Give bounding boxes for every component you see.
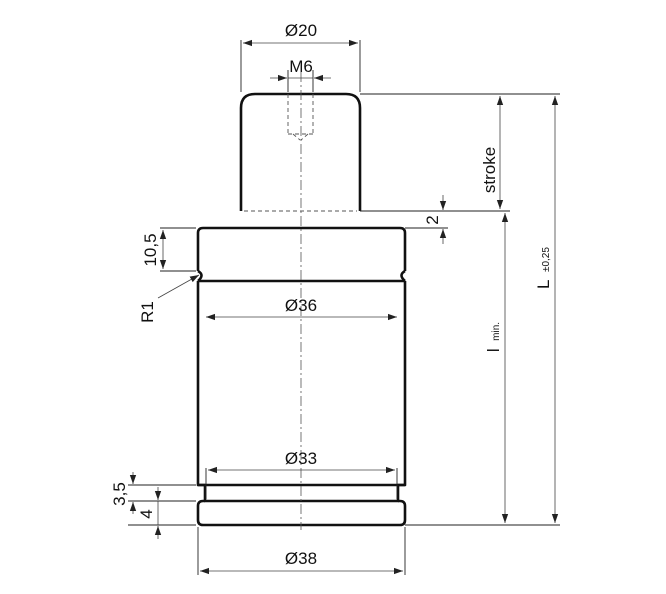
stroke-label: stroke — [480, 147, 499, 193]
dim-groove-radius: R1 — [138, 274, 200, 323]
main-body — [196, 281, 407, 487]
dim-stroke: stroke — [480, 96, 504, 209]
base — [196, 499, 407, 527]
stroke-gap-label: 2 — [423, 215, 442, 224]
dim-thread: M6 — [270, 57, 331, 92]
dim-flange-height: 10,5 — [141, 227, 196, 272]
shaft-diameter-label: Ø20 — [285, 21, 317, 40]
body-diameter-label: Ø36 — [285, 296, 317, 315]
thread-label: M6 — [289, 57, 313, 76]
groove-radius-label: R1 — [138, 301, 157, 323]
lower-groove — [198, 483, 405, 503]
dim-length-total: L ±0,25 — [534, 96, 559, 523]
flange-height-label: 10,5 — [141, 233, 160, 266]
upper-groove — [197, 269, 406, 282]
piston-rod — [239, 92, 362, 211]
top-flange — [196, 226, 407, 271]
dim-base-diameter: Ø38 — [197, 527, 406, 575]
dim-body-diameter: Ø36 — [206, 296, 397, 321]
base-height-label: 4 — [137, 509, 156, 518]
dim-length-min: l min. — [484, 213, 509, 523]
lower-diameter-label: Ø33 — [285, 449, 317, 468]
lower-groove-label: 3,5 — [110, 482, 129, 506]
dim-shaft-diameter: Ø20 — [240, 21, 361, 92]
base-diameter-label: Ø38 — [285, 549, 317, 568]
length-min-label: l min. — [484, 322, 503, 352]
length-total-label: L ±0,25 — [534, 247, 553, 289]
part-outline — [196, 72, 407, 530]
thread-hole — [287, 94, 314, 141]
dim-lower-groove: 3,5 4 — [110, 472, 196, 539]
dim-stroke-gap: 2 — [423, 195, 447, 244]
dim-lower-diameter: Ø33 — [205, 449, 398, 499]
